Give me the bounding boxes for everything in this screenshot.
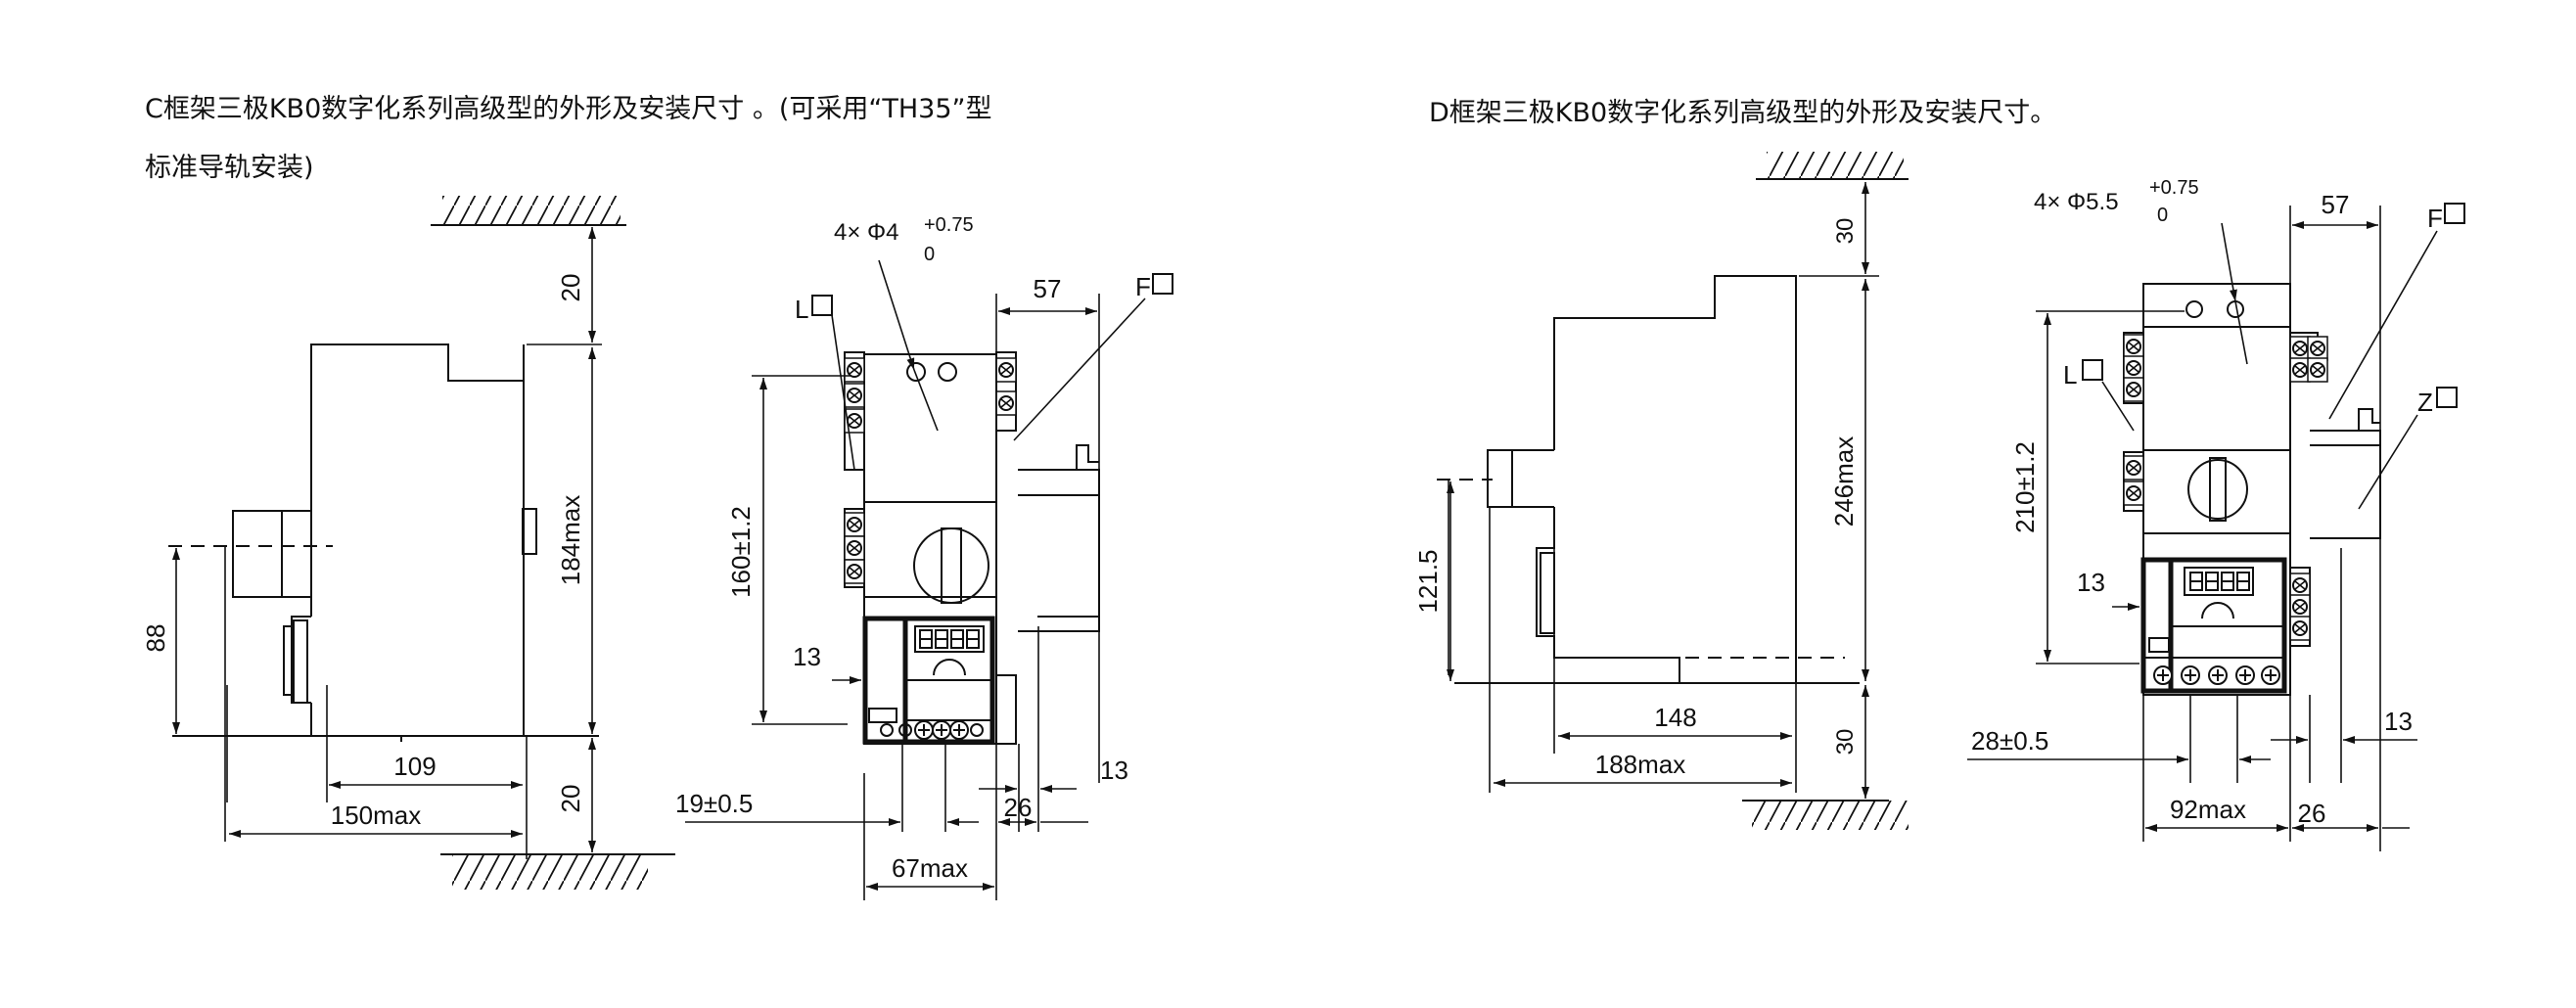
c-label-f: F	[1135, 272, 1151, 301]
c-offset-bottom-label: 19±0.5	[675, 789, 753, 818]
c-label-f-box	[1152, 273, 1173, 295]
c-side-depth-label: 57	[1034, 274, 1062, 303]
d-frame-caption: D框架三极KB0数字化系列高级型的外形及安装尺寸。	[1429, 98, 2057, 128]
d-bottom-gap-label: 30	[1832, 729, 1859, 756]
c-ceiling-hatch	[442, 196, 621, 225]
d-module-label: 26	[2298, 799, 2326, 828]
c-hole-pitch-label: 160±1.2	[726, 506, 756, 598]
d-tolerance-lower: 0	[2157, 205, 2168, 226]
d-width-label: 188max	[1595, 750, 1686, 779]
c-front-width-label: 67max	[892, 853, 968, 883]
d-offset-left-label: 13	[2077, 568, 2105, 597]
c-rail-clip	[522, 508, 537, 555]
c-tolerance-lower: 0	[924, 244, 935, 265]
d-digital-display	[2184, 567, 2254, 596]
d-side-body-outline	[1553, 275, 1797, 683]
d-frame-side-view: 30 246max 121.5 148 188max 30	[1413, 152, 1909, 830]
d-ceiling-hatch	[1767, 152, 1904, 179]
c-floor-hatch	[452, 854, 648, 890]
c-frame-front-view: 57 160±1.2 13 4× Φ4 +0.75 0 L F 19±0.5 1…	[675, 214, 1173, 900]
d-offset-bottom-label: 28±0.5	[1971, 726, 2048, 756]
d-label-l: L	[2063, 360, 2077, 389]
c-offset-left-label: 13	[793, 642, 821, 671]
d-rail-width-label: 148	[1654, 703, 1696, 732]
d-label-f-box	[2444, 203, 2465, 224]
c-frame-side-view: 20 184max 88 109 150max 20	[141, 196, 675, 890]
c-bottom-gap-label: 20	[556, 785, 585, 813]
c-label-l-box	[811, 295, 833, 316]
d-button-height-label: 121.5	[1413, 549, 1443, 613]
c-side-body-outline	[310, 344, 525, 736]
c-tolerance-upper: +0.75	[924, 214, 974, 236]
c-top-gap-label: 20	[556, 274, 585, 302]
c-frame-caption-line2: 标准导轨安装)	[145, 153, 314, 183]
d-front-body	[2142, 283, 2291, 696]
d-label-l-box	[2082, 359, 2103, 381]
c-width-label: 150max	[331, 801, 422, 830]
d-top-gap-label: 30	[1832, 218, 1859, 245]
d-right-offset-label: 13	[2384, 707, 2413, 736]
c-holes-label: 4× Φ4	[834, 219, 899, 246]
c-right-offset-label: 13	[1100, 756, 1128, 785]
d-floor-hatch	[1752, 801, 1909, 830]
d-label-z: Z	[2417, 388, 2433, 417]
d-label-f: F	[2427, 204, 2443, 233]
d-height-label: 246max	[1829, 436, 1859, 527]
d-tolerance-upper: +0.75	[2149, 177, 2199, 199]
d-hole-pitch-label: 210±1.2	[2010, 441, 2040, 533]
c-rotary-knob	[913, 527, 989, 604]
d-frame-front-view: 57 210±1.2 13 4× Φ5.5 +0.75 0 L F Z 28±0…	[1967, 177, 2465, 851]
d-label-z-box	[2436, 387, 2458, 408]
d-holes-label: 4× Φ5.5	[2034, 189, 2119, 215]
c-frame-caption-line1: C框架三极KB0数字化系列高级型的外形及安装尺寸 。(可采用“TH35”型	[145, 94, 992, 124]
c-height-label: 184max	[556, 495, 585, 586]
c-label-l: L	[795, 295, 808, 324]
d-front-width-label: 92max	[2170, 795, 2246, 824]
c-rail-width-label: 109	[393, 752, 436, 781]
c-button-height-label: 88	[141, 624, 170, 653]
c-module-label: 26	[1004, 793, 1033, 822]
d-rotary-knob	[2187, 459, 2248, 520]
c-digital-display	[914, 625, 985, 653]
d-side-depth-label: 57	[2322, 190, 2350, 219]
